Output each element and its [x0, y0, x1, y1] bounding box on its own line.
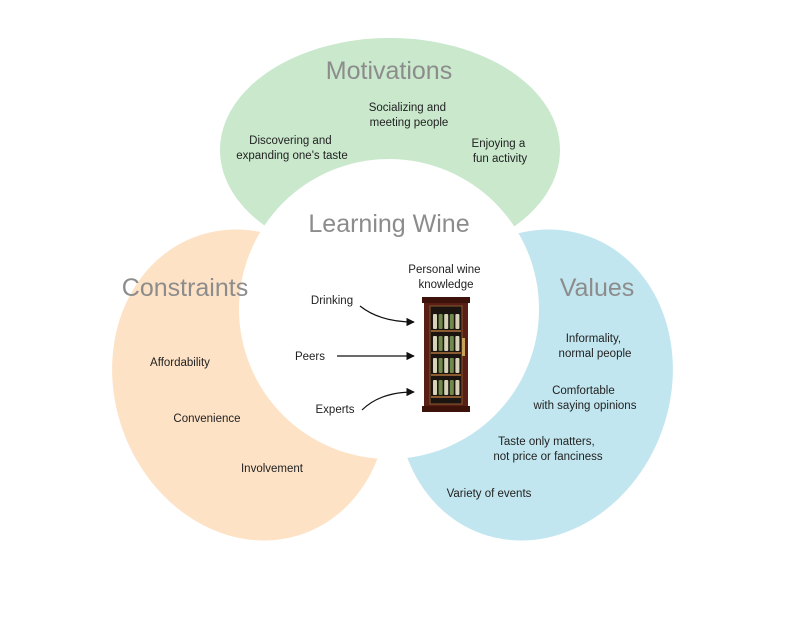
bottle-icon [449, 314, 454, 329]
learning-wine-title: Learning Wine [308, 210, 469, 238]
source-experts: Experts [316, 404, 355, 416]
cabinet-shelf [431, 396, 461, 398]
motivation-item: Socializing and meeting people [369, 102, 450, 129]
bottle-icon [455, 358, 460, 373]
arrow-drinking [359, 305, 415, 327]
center-circle [239, 159, 539, 459]
constraint-item: Convenience [173, 413, 240, 425]
constraint-item: Involvement [241, 463, 304, 475]
bottle-icon [455, 336, 460, 351]
value-item: Comfortable with saying opinions [533, 385, 637, 412]
bottle-icon [455, 380, 460, 395]
bottle-icon [444, 380, 449, 395]
motivations-title: Motivations [326, 57, 452, 85]
source-drinking: Drinking [311, 295, 353, 307]
bottle-icon [444, 358, 449, 373]
arrow-experts [361, 387, 415, 411]
bottle-icon [444, 314, 449, 329]
target-label: Personal wine knowledge [408, 264, 483, 291]
value-item: Taste only matters, not price or fancine… [493, 436, 603, 463]
bottle-icon [449, 358, 454, 373]
constraint-item: Affordability [150, 357, 210, 369]
bottle-icon [433, 358, 437, 373]
bottle-icon [449, 336, 454, 351]
bottle-icon [449, 380, 454, 395]
bottle-icon [444, 336, 449, 351]
source-peers: Peers [295, 351, 325, 363]
value-item: Variety of events [447, 488, 532, 500]
bottle-icon [438, 358, 443, 373]
bottle-icon [433, 314, 437, 329]
values-title: Values [560, 274, 635, 302]
bottle-icon [438, 314, 443, 329]
cabinet-shelf [431, 330, 461, 332]
bottle-icon [433, 336, 437, 351]
motivation-item: Discovering and expanding one's taste [236, 135, 348, 162]
bottle-icon [438, 380, 443, 395]
bottle-icon [438, 336, 443, 351]
bottle-icon [433, 380, 437, 395]
constraints-title: Constraints [122, 274, 248, 302]
bottle-icon [455, 314, 460, 329]
wine-cabinet-icon [422, 297, 470, 412]
motivation-item: Enjoying a fun activity [472, 138, 529, 165]
value-item: Informality, normal people [559, 333, 632, 360]
cabinet-shelf [431, 374, 461, 376]
cabinet-shelf [431, 352, 461, 354]
